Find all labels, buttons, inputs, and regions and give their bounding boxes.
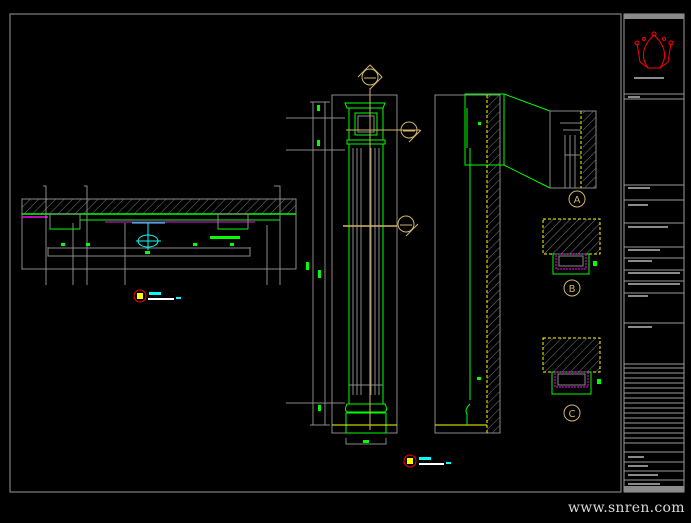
axis-symbol [132,222,165,250]
detail-label-a: A [574,195,581,206]
detail-label-b: B [569,284,576,295]
company-logo [634,31,674,69]
elevation-scale-title [403,454,451,468]
drawing-frame [9,13,622,493]
detail-label-c: C [569,409,576,420]
detail-b: B [542,218,601,297]
section-marker-2 [400,121,422,143]
column-side-elevation [434,93,551,434]
plan-scale-title [133,289,181,303]
detail-c: C [542,337,601,422]
title-block [623,13,685,493]
plan-section [21,185,297,303]
slab-hatch [21,198,297,215]
section-marker-3 [397,215,419,237]
watermark: www.snren.com [568,500,685,516]
detail-a: A [549,110,597,208]
column-front-elevation [286,64,451,468]
section-marker-1 [357,64,383,90]
